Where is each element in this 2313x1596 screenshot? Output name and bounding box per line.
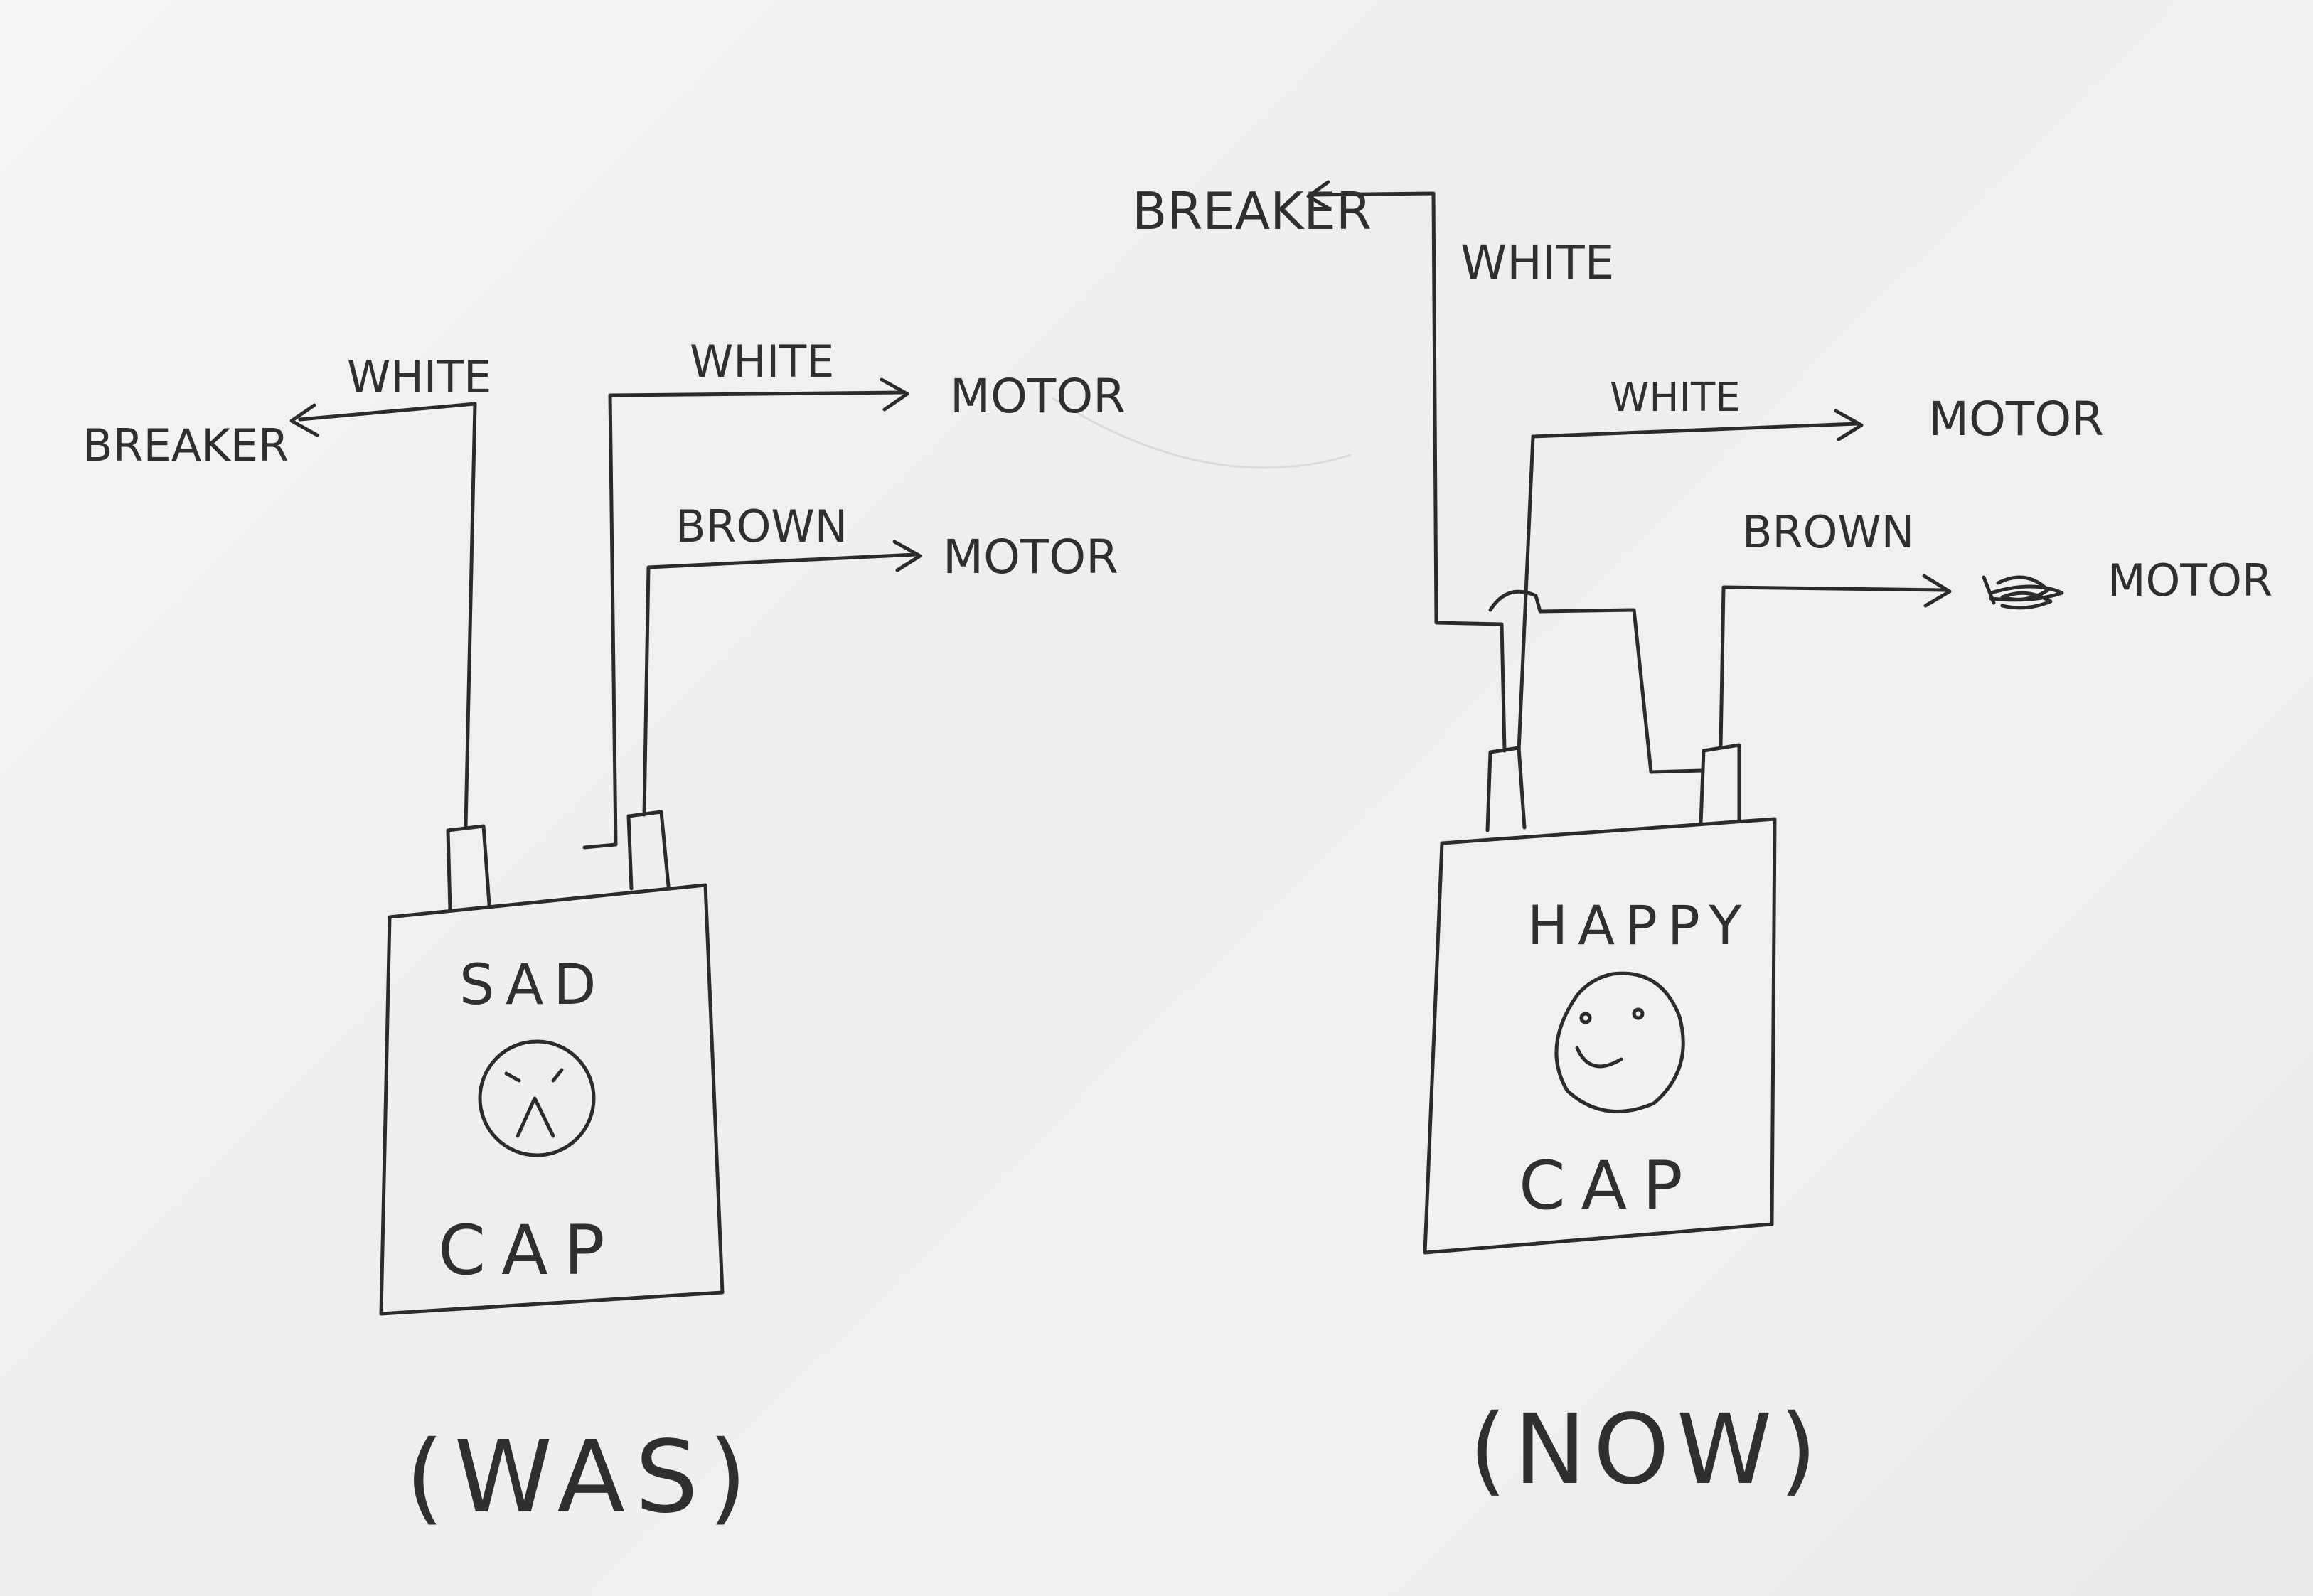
now-diagram: WHITE BREAKER WHITE MOTOR BROWN MOTOR HA… [1132, 180, 2272, 1506]
now-arrow-breaker [1306, 180, 1332, 211]
now-wire-motor-brown-color: BROWN [1742, 506, 1914, 558]
now-motor-white-label: MOTOR [1928, 392, 2104, 446]
was-wire-motor-white-color: WHITE [690, 336, 834, 387]
now-wire-breaker-color: WHITE [1460, 235, 1614, 290]
was-terminal-left [446, 824, 491, 912]
now-terminal-left [1485, 746, 1527, 832]
was-terminal-right [626, 810, 671, 891]
now-terminal-right [1699, 743, 1741, 825]
was-wire-motor-brown [642, 552, 918, 817]
was-breaker-label: BREAKER [82, 419, 289, 471]
now-jumper-wire [1488, 589, 1704, 774]
now-arrow-motor-white [1834, 409, 1864, 441]
scribble-mark [1982, 575, 2064, 610]
now-cap-label-top: HAPPY [1527, 894, 1752, 957]
was-wire-motor-brown-color: BROWN [675, 500, 848, 552]
was-cap-label-top: SAD [459, 953, 606, 1017]
was-capacitor-body [379, 883, 725, 1316]
now-caption: (NOW) [1469, 1394, 1824, 1506]
was-motor-brown-label: MOTOR [943, 530, 1118, 584]
now-wire-breaker [1310, 191, 1507, 753]
happy-face-icon [1554, 971, 1685, 1113]
paper-fold [1052, 397, 1352, 469]
now-capacitor-body [1423, 817, 1777, 1255]
now-wire-motor-brown [1719, 585, 1948, 749]
was-wire-breaker-color: WHITE [347, 351, 491, 403]
was-wire-breaker [298, 402, 477, 828]
now-wire-motor-white [1517, 422, 1859, 753]
was-arrow-motor-white [880, 377, 909, 412]
sad-face-icon [478, 1039, 596, 1157]
was-wire-motor-white [582, 390, 905, 850]
now-cap-label-bottom: CAP [1519, 1147, 1699, 1225]
was-arrow-breaker [289, 403, 319, 437]
now-motor-brown-label: MOTOR [2108, 555, 2272, 606]
was-arrow-motor-brown [892, 540, 922, 572]
now-arrow-motor-brown [1922, 574, 1952, 608]
now-breaker-label: BREAKER [1132, 181, 1372, 241]
now-wire-motor-white-color: WHITE [1610, 375, 1741, 421]
was-diagram: WHITE BREAKER WHITE MOTOR BROWN MOTOR SA… [82, 336, 1126, 1536]
was-caption: (WAS) [405, 1420, 757, 1536]
was-motor-white-label: MOTOR [950, 369, 1126, 424]
was-cap-label-bottom: CAP [438, 1211, 621, 1290]
